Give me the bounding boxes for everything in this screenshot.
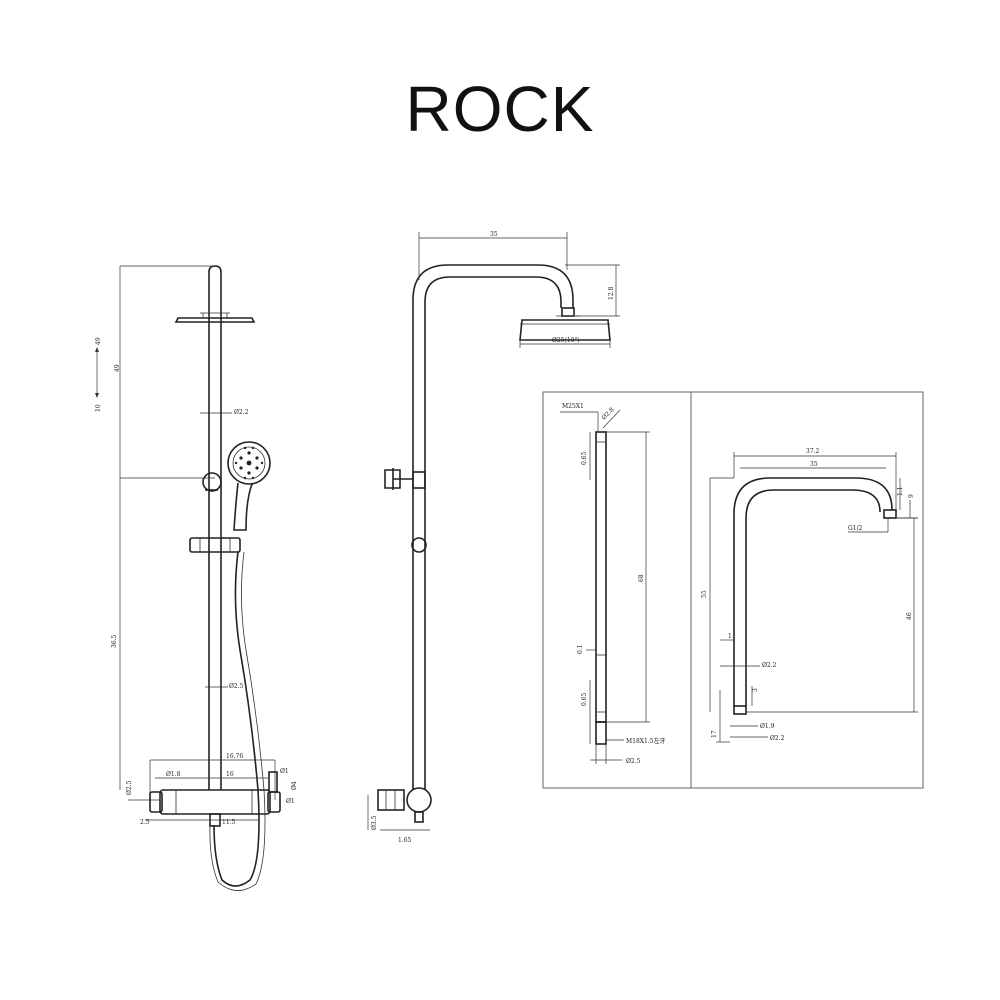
dim-arm-35: 35 [810,461,818,468]
side-riser-pipe [412,264,574,790]
dim-1: 1 [728,633,732,640]
hose [213,551,260,887]
dim-12-8: 12.8 [608,286,615,300]
detail-arm: 37.2 35 1.1 9 G1/2 55 46 1 [701,448,918,743]
dim-0-65-top: 0.65 [581,451,588,465]
dim-11-5: 11.5 [222,819,236,826]
dim-phi-2-5-left: Ø2.5 [126,780,133,795]
dim-phi-2-2-bottom: Ø2.2 [770,735,785,742]
dim-g1-2: G1/2 [848,525,863,532]
dim-phi-2-5-detail: Ø2.5 [626,758,641,765]
front-view: 49 49 10 Ø2.2 36.5 Ø2.5 [95,265,298,891]
dim-0-65-bottom: 0.65 [581,692,588,706]
dim-1-1: 1.1 [897,486,904,496]
side-mixer-body [406,787,432,813]
slide-bracket [189,537,241,553]
detail-arm-tube [733,477,893,706]
side-holder-knob [384,468,413,490]
dim-side-35: 35 [490,231,498,238]
hand-shower-handle [233,482,253,531]
dim-phi-1-bottom: Ø1 [286,798,295,805]
side-slider [411,537,427,553]
front-shower-head [174,317,256,323]
hand-shower-head [227,441,271,485]
dim-36-5: 36.5 [111,634,118,648]
hand-shower-nozzles [234,446,264,480]
dim-49-top: 49 [95,337,102,345]
page-title: ROCK [405,73,595,145]
dim-phi-1-8: Ø1.8 [166,771,181,778]
dim-2-5: 2.5 [140,819,150,826]
dim-68: 68 [638,574,645,582]
thermostatic-mixer-body [159,789,271,815]
side-view: 35 12.8 Ø25(10") Ø3.5 1.65 [367,231,620,844]
dim-phi-1-9: Ø1.9 [760,723,775,730]
detail-frame [542,391,924,789]
side-wall-connector [377,789,405,811]
dim-16: 16 [226,771,234,778]
detail-riser-tube [595,431,607,723]
dim-phi-3-5: Ø3.5 [371,815,378,830]
dim-phi-2-8: Ø2.8 [600,406,615,421]
hand-shower-bracket [202,472,222,492]
dim-phi-2-5-riser: Ø2.5 [229,683,244,690]
dim-1-65: 1.65 [398,837,412,844]
dim-phi-2-2: Ø2.2 [234,409,249,416]
detail-panel: M25X1 Ø2.8 0.65 68 0.1 0.65 M18X1.5左牙 Ø2… [542,391,924,789]
dim-0-1: 0.1 [577,644,584,654]
dim-17: 17 [711,730,718,738]
dim-46: 46 [906,612,913,620]
dim-10: 10 [95,404,102,412]
dim-phi-25-10in: Ø25(10") [552,337,580,344]
dim-3: 3 [752,688,759,692]
mixer-left-knob [149,791,163,813]
dim-16-76: 16.76 [226,753,243,760]
dim-phi-4: Ø4 [291,781,298,790]
dim-m18x1-5: M18X1.5左牙 [626,737,666,745]
dim-m25x1: M25X1 [562,403,584,410]
dim-37-2: 37.2 [806,448,820,455]
front-riser-pipe [208,265,222,790]
dim-49-mid: 49 [114,364,121,372]
detail-riser: M25X1 Ø2.8 0.65 68 0.1 0.65 M18X1.5左牙 Ø2… [560,403,666,765]
dim-9: 9 [908,494,915,498]
dim-55: 55 [701,590,708,598]
dim-phi-2-2-mid: Ø2.2 [762,662,777,669]
dim-phi-1-right: Ø1 [280,768,289,775]
